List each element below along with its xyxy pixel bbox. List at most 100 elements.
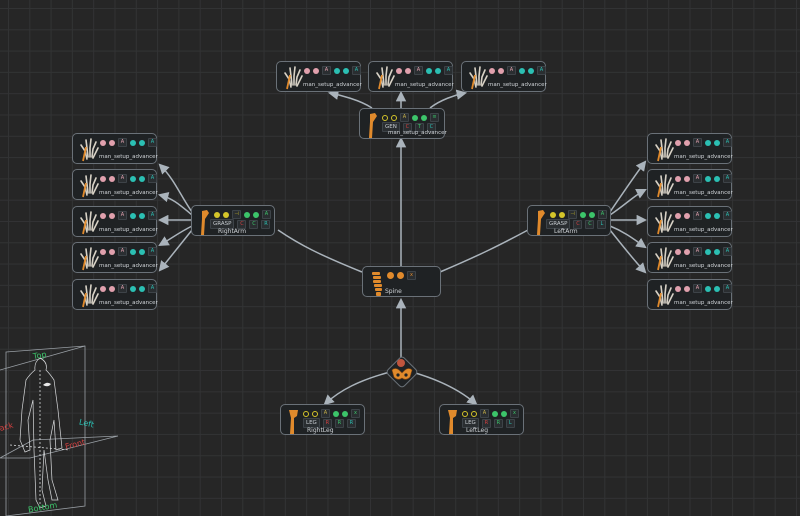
type-tag: GRASP (546, 219, 571, 229)
limb-icon (369, 113, 377, 138)
node-hand[interactable]: A A man_setup_advancer (72, 279, 158, 310)
chip: R (322, 418, 332, 428)
node-hand[interactable]: A A man_setup_advancer (647, 133, 733, 164)
status-dot (343, 67, 349, 74)
status-dot (684, 139, 690, 146)
extra-icon[interactable]: A (352, 66, 361, 75)
extra-icon[interactable]: A (148, 211, 157, 220)
node-hand[interactable]: A A man_setup_advancer (647, 279, 733, 310)
extra-icon[interactable]: x (510, 409, 519, 418)
node-hand[interactable]: A A man_setup_advancer (461, 61, 547, 92)
status-dot (714, 212, 720, 219)
mirror-icon[interactable]: A (693, 138, 702, 147)
node-left-leg[interactable]: A x LEG R R L LeftLeg (439, 404, 524, 435)
extra-icon[interactable]: A (723, 138, 732, 147)
mirror-icon[interactable]: A (400, 113, 409, 122)
status-dot (714, 248, 720, 255)
extra-icon[interactable]: A (723, 247, 732, 256)
node-hand[interactable]: A A man_setup_advancer (276, 61, 362, 92)
extra-icon[interactable]: A (723, 211, 732, 220)
extra-icon[interactable]: A (723, 284, 732, 293)
mirror-icon[interactable]: A (480, 409, 489, 418)
chip: C (249, 219, 259, 229)
mirror-icon[interactable]: A (322, 66, 331, 75)
hand-icon (655, 284, 674, 308)
status-ring (391, 114, 397, 121)
node-label: LeftLeg (466, 427, 489, 434)
hand-icon (469, 66, 488, 90)
wire-larm-h2 (609, 189, 647, 216)
wire-gen-hand1 (327, 89, 373, 109)
status-dot (253, 211, 259, 218)
extra-icon[interactable]: x (407, 271, 416, 280)
status-dot (705, 139, 711, 146)
mirror-icon[interactable]: A (414, 66, 423, 75)
node-label: RightArm (218, 228, 247, 235)
node-hand[interactable]: A A man_setup_advancer (72, 242, 158, 273)
status-dot (405, 67, 411, 74)
node-spine[interactable]: x Spine (362, 266, 441, 297)
node-right-arm[interactable]: ⊣ A GRASP C C R RightArm (191, 205, 275, 236)
mirror-icon[interactable]: A (693, 247, 702, 256)
extra-icon[interactable]: A (598, 210, 607, 219)
type-tag: GRASP (210, 219, 235, 229)
node-hand[interactable]: A A man_setup_advancer (368, 61, 454, 92)
node-right-leg[interactable]: A x LEG R R R RightLeg (280, 404, 365, 435)
status-dot (387, 272, 394, 279)
mirror-icon[interactable]: A (693, 174, 702, 183)
extra-icon[interactable]: A (148, 138, 157, 147)
mirror-icon[interactable]: ⊣ (232, 210, 241, 219)
arm-icon (537, 210, 545, 235)
extra-icon[interactable]: A (148, 247, 157, 256)
node-label: man_setup_advancer (303, 82, 362, 88)
mirror-icon[interactable]: A (321, 409, 330, 418)
node-hand[interactable]: A A man_setup_advancer (72, 169, 158, 200)
extra-icon[interactable]: A (723, 174, 732, 183)
extra-icon[interactable]: x (351, 409, 360, 418)
wire-gen-hand3 (429, 89, 468, 109)
hand-icon (655, 138, 674, 162)
mirror-icon[interactable]: A (507, 66, 516, 75)
node-hand[interactable]: A A man_setup_advancer (647, 169, 733, 200)
status-dot (675, 248, 681, 255)
wire-rarm-h1 (158, 163, 193, 213)
hand-icon (80, 247, 99, 271)
status-dot (100, 285, 106, 292)
node-label: man_setup_advancer (99, 227, 158, 233)
node-label: RightLeg (307, 427, 334, 434)
node-label: man_setup_advancer (674, 227, 733, 233)
extra-icon[interactable]: A (262, 210, 271, 219)
status-dot (705, 285, 711, 292)
extra-icon[interactable]: ≡ (430, 113, 439, 122)
chip: R (493, 418, 503, 428)
mirror-icon[interactable]: A (693, 211, 702, 220)
mirror-icon[interactable]: A (118, 138, 127, 147)
node-gen[interactable]: A ≡ GEN C T C man_setup_advancer (359, 108, 447, 139)
status-dot (412, 114, 418, 121)
extra-icon[interactable]: A (444, 66, 453, 75)
status-dot (675, 285, 681, 292)
node-hand[interactable]: A A man_setup_advancer (72, 133, 158, 164)
status-dot (675, 212, 681, 219)
leg-icon (289, 410, 298, 434)
hand-icon (80, 138, 99, 162)
extra-icon[interactable]: A (148, 284, 157, 293)
extra-icon[interactable]: A (537, 66, 546, 75)
mirror-icon[interactable]: A (693, 284, 702, 293)
chip: L (597, 219, 607, 229)
body-orientation-gizmo (0, 345, 119, 516)
mirror-icon[interactable]: A (118, 211, 127, 220)
extra-icon[interactable]: A (148, 174, 157, 183)
node-hand[interactable]: A A man_setup_advancer (647, 206, 733, 237)
mirror-icon[interactable]: A (118, 284, 127, 293)
node-hand[interactable]: A A man_setup_advancer (72, 206, 158, 237)
mirror-icon[interactable]: A (118, 174, 127, 183)
status-dot (139, 139, 145, 146)
node-hand[interactable]: A A man_setup_advancer (647, 242, 733, 273)
node-left-arm[interactable]: ⊣ A GRASP C C L LeftArm (527, 205, 611, 236)
wire-hip-leftleg (411, 371, 478, 406)
chip: C (426, 122, 436, 132)
mirror-icon[interactable]: ⊣ (568, 210, 577, 219)
status-dot (714, 139, 720, 146)
mirror-icon[interactable]: A (118, 247, 127, 256)
